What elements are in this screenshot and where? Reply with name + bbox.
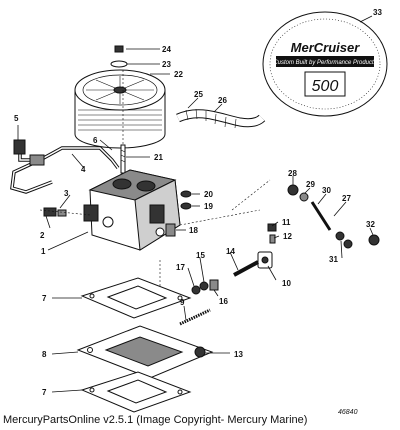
carburetor-part: [83, 169, 181, 251]
air-cleaner-assembly: [74, 45, 166, 149]
fuel-line-assembly: [10, 139, 120, 194]
throttle-linkage-parts: [179, 184, 380, 326]
callout-8: 8: [42, 350, 47, 359]
wing-nut-part: [114, 45, 124, 53]
callout-22: 22: [174, 70, 183, 79]
callout-16: 16: [219, 297, 228, 306]
callout-20: 20: [204, 190, 213, 199]
callout-12: 12: [283, 232, 292, 241]
callout-9: 9: [180, 298, 185, 307]
callout-19: 19: [204, 202, 213, 211]
gasket-plate-upper: [80, 277, 192, 319]
callout-7-upper: 7: [42, 294, 47, 303]
stud-part: [120, 144, 126, 174]
callout-27: 27: [342, 194, 351, 203]
callout-6: 6: [93, 136, 98, 145]
gasket-plate-lower: [80, 371, 192, 413]
callout-18: 18: [189, 226, 198, 235]
callout-13: 13: [234, 350, 243, 359]
callout-15: 15: [196, 251, 205, 260]
callout-7-lower: 7: [42, 388, 47, 397]
callout-26: 26: [218, 96, 227, 105]
screw-part: [180, 202, 192, 210]
mercruiser-decal: MerCruiser Custom Built by Performance P…: [262, 11, 388, 117]
fitting-part: [43, 207, 57, 217]
callout-21: 21: [154, 153, 163, 162]
spacer-part: [165, 223, 176, 237]
callout-24: 24: [162, 45, 171, 54]
callout-30: 30: [322, 186, 331, 195]
callout-14: 14: [226, 247, 235, 256]
callout-4: 4: [81, 165, 86, 174]
callout-29: 29: [306, 180, 315, 189]
callout-33: 33: [373, 8, 382, 17]
crankcase-vent-hose: [176, 108, 266, 129]
washer-part: [110, 60, 128, 68]
drawing-number: 46840: [338, 409, 358, 416]
gasket-part: [57, 209, 67, 217]
callout-5: 5: [14, 114, 19, 123]
callout-1: 1: [41, 247, 46, 256]
callout-11: 11: [282, 218, 291, 227]
fuel-filter-part: [13, 139, 26, 155]
decal-tagline-text: Custom Built by Performance Products: [273, 60, 376, 66]
callout-17: 17: [176, 263, 185, 272]
callout-25: 25: [194, 90, 203, 99]
decal-model-text: 500: [312, 78, 339, 95]
decal-brand-text: MerCruiser: [291, 40, 361, 55]
copyright-footer: MercuryPartsOnline v2.5.1 (Image Copyrig…: [3, 414, 308, 426]
callout-32: 32: [366, 220, 375, 229]
callout-10: 10: [282, 279, 291, 288]
callout-28: 28: [288, 169, 297, 178]
callout-2: 2: [40, 231, 45, 240]
spacer-plate: [76, 325, 214, 379]
callout-3: 3: [64, 189, 69, 198]
clip-part: [180, 190, 192, 198]
callout-23: 23: [162, 60, 171, 69]
callout-31: 31: [329, 255, 338, 264]
